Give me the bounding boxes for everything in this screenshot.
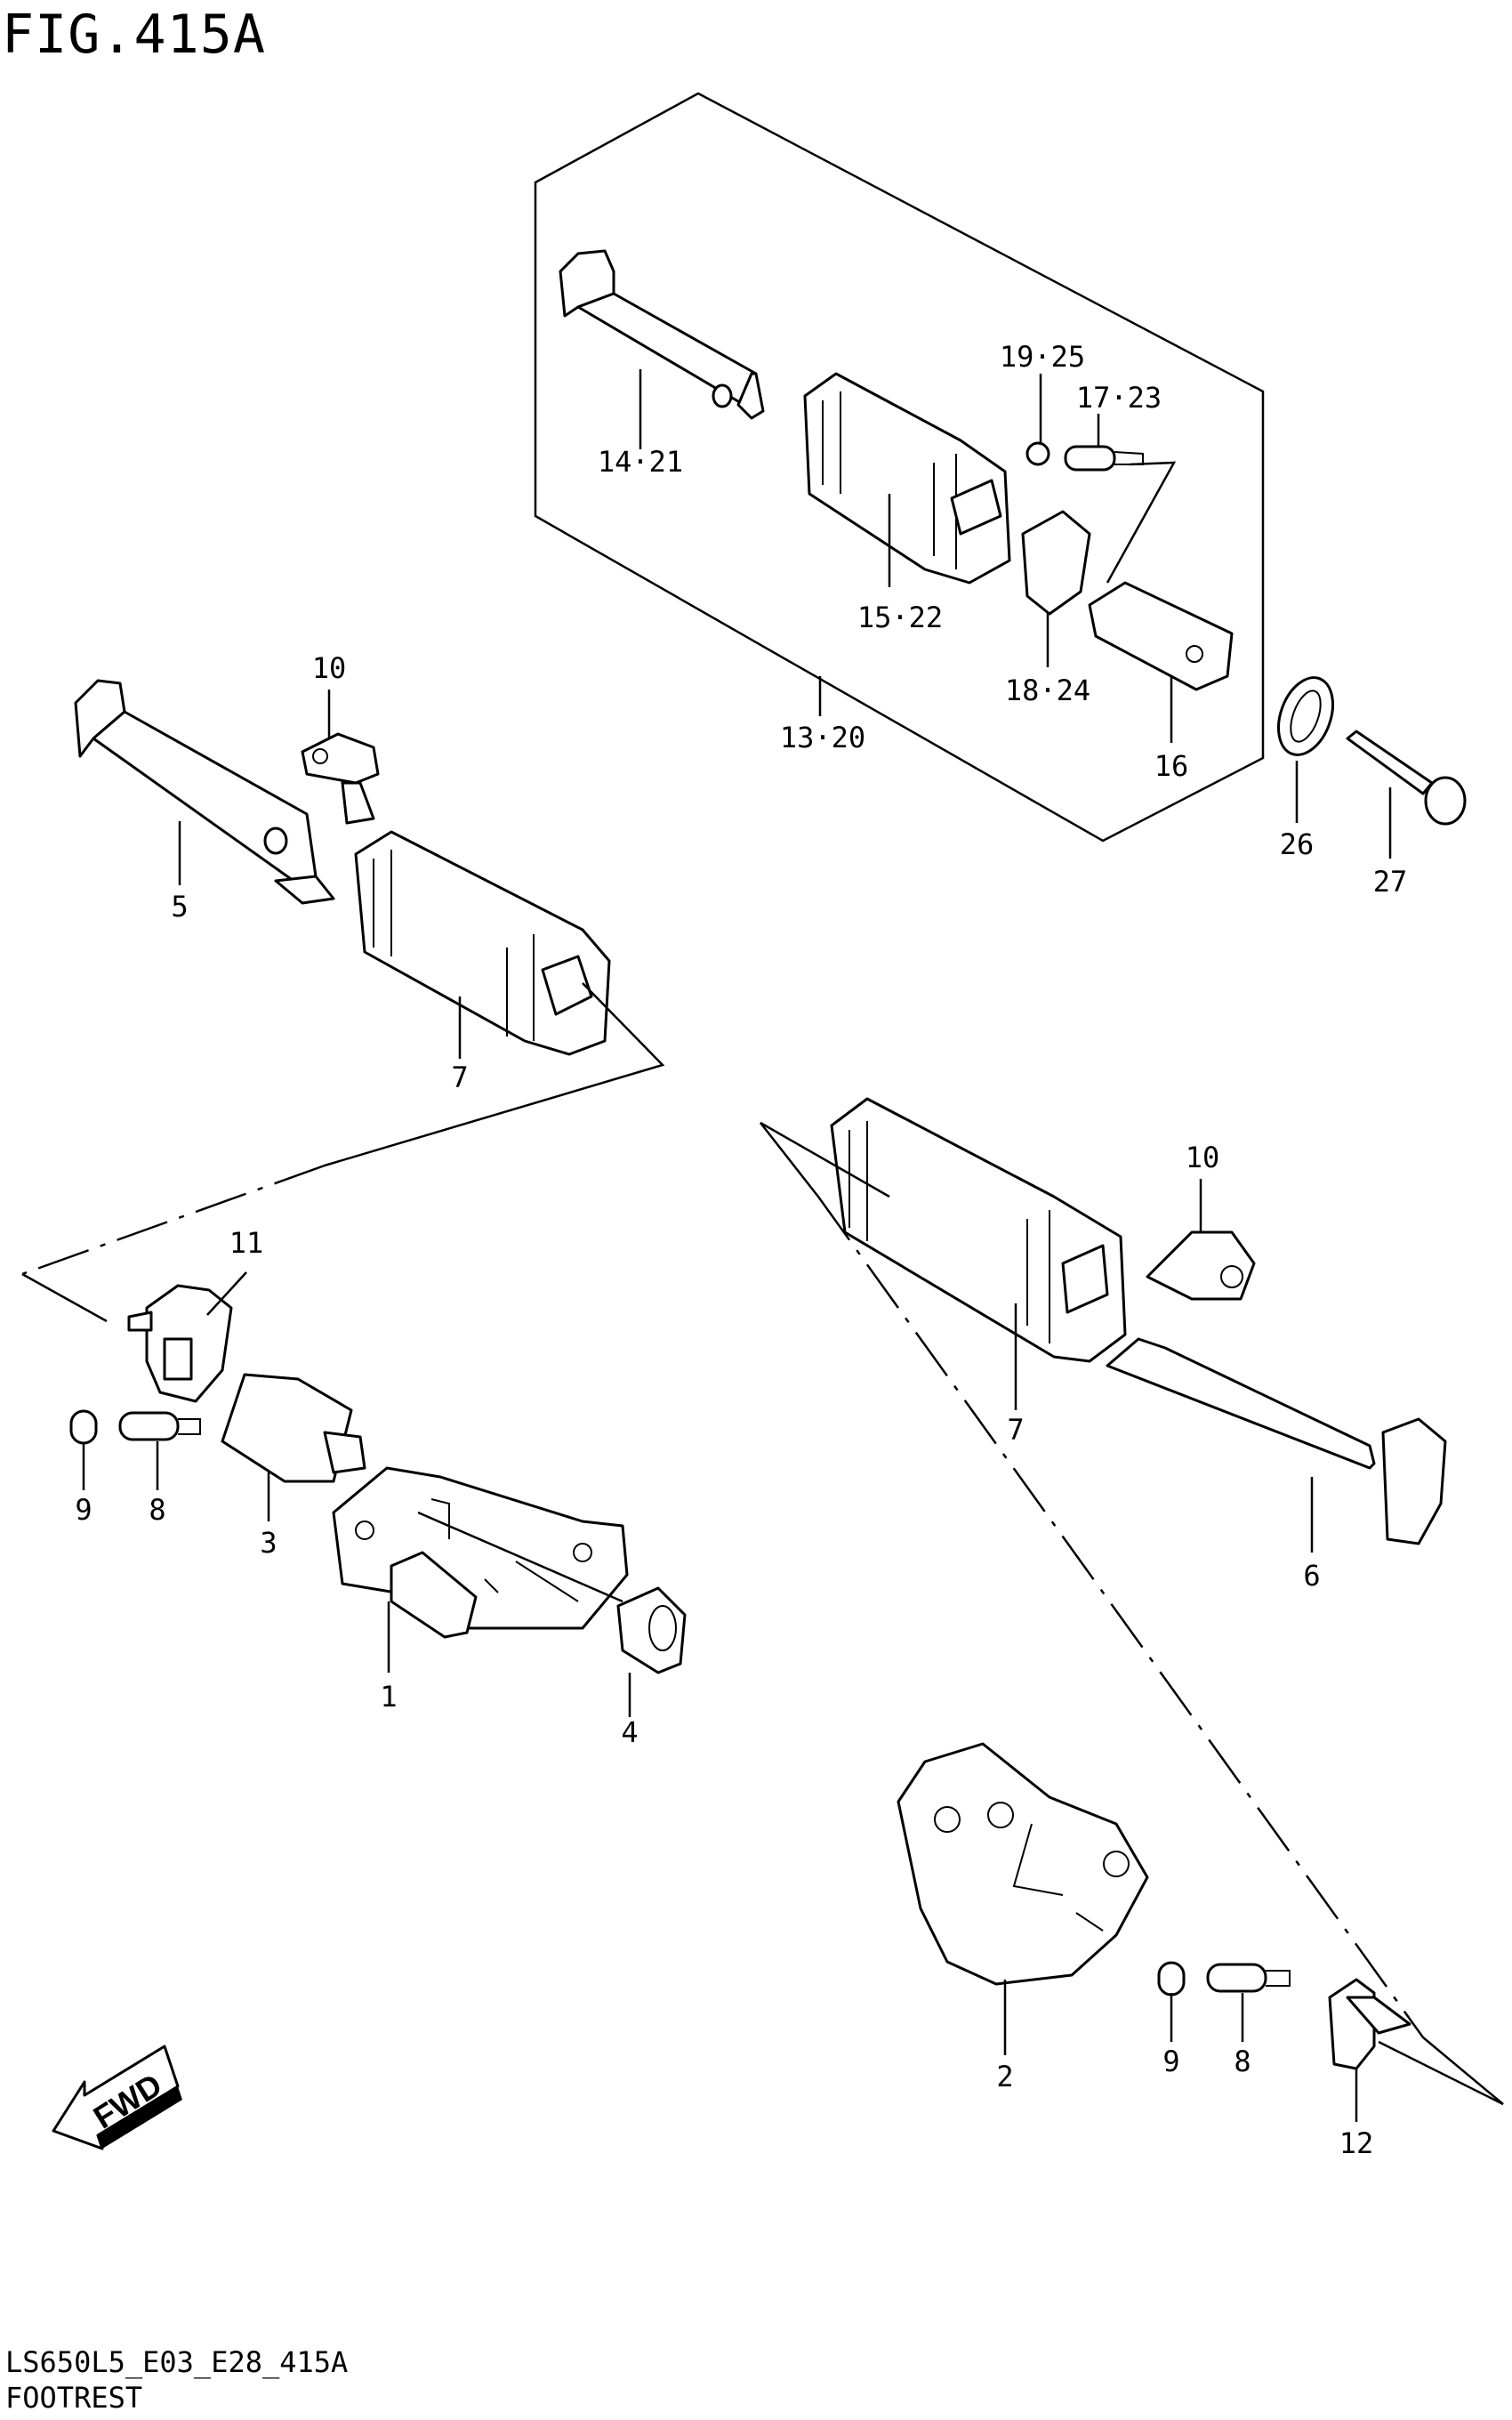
part-9-nut-right: [1157, 1961, 1186, 1996]
callout-3: 3: [260, 1526, 277, 1560]
assembly-line-shaft-left: [417, 1511, 623, 1603]
callout-7-left: 7: [451, 1061, 468, 1094]
assembly-line-left-dash: [21, 1164, 326, 1276]
part-7-rubber-left: [354, 830, 611, 1056]
callout-6: 6: [1303, 1559, 1320, 1593]
part-3-bracket: [221, 1373, 366, 1483]
part-17-pin: [1064, 445, 1144, 472]
part-4-collar: [616, 1586, 687, 1674]
callout-8-left: 8: [149, 1493, 165, 1527]
part-14-footrest-bar: [559, 249, 765, 420]
callout-27: 27: [1373, 865, 1408, 899]
part-15-rubber: [803, 372, 1011, 585]
assembly-line-left-upper: [324, 982, 665, 1167]
callout-26: 26: [1280, 827, 1315, 861]
callout-1: 1: [380, 1680, 397, 1714]
callout-17-23: 17·23: [1076, 381, 1162, 415]
callout-19-25: 19·25: [1000, 340, 1085, 374]
callout-13-20: 13·20: [780, 721, 865, 754]
assembly-line-right-lower: [1378, 2037, 1504, 2106]
assembly-line-left-lower: [21, 1272, 108, 1323]
part-11-plate: [127, 1284, 233, 1403]
assembly-line-right-upper: [760, 1121, 890, 1198]
part-27-bolt: [1346, 730, 1467, 826]
part-9-nut-left: [69, 1409, 98, 1445]
part-16-bracket: [1088, 581, 1234, 691]
part-12-plate: [1328, 1978, 1411, 2070]
part-10-bracket-left: [301, 732, 380, 825]
part-7-rubber-right: [830, 1097, 1127, 1363]
callout-4: 4: [621, 1715, 638, 1749]
part-5-footrest-bar: [74, 679, 335, 905]
callout-9-left: 9: [75, 1493, 92, 1527]
callout-11: 11: [229, 1226, 264, 1260]
callout-9-right: 9: [1162, 2045, 1179, 2078]
callout-15-22: 15·22: [857, 601, 943, 634]
assembly-line-right-dash: [816, 1196, 1425, 2038]
assembly-line-kit-pin: [1106, 461, 1177, 584]
part-18-plate: [1021, 510, 1091, 616]
figure-name: FOOTREST: [5, 2381, 143, 2415]
callout-2: 2: [996, 2060, 1013, 2093]
figure-code: LS650L5_E03_E28_415A: [5, 2345, 349, 2379]
part-1-main-bracket: [332, 1466, 629, 1639]
fwd-arrow-icon: FWD: [52, 2045, 182, 2150]
part-26-washer: [1277, 676, 1334, 756]
part-2-main-bracket: [897, 1742, 1149, 1986]
callout-16: 16: [1154, 749, 1189, 783]
callout-8-right: 8: [1234, 2045, 1251, 2078]
part-8-pin-right: [1206, 1963, 1291, 1993]
callout-14-21: 14·21: [598, 445, 683, 479]
part-6-footrest-bar: [1106, 1337, 1447, 1545]
figure-title: FIG.415A: [2, 4, 266, 66]
part-19-nut: [1025, 441, 1050, 466]
kit-outline: [534, 92, 1265, 843]
callout-18-24: 18·24: [1005, 674, 1090, 707]
callout-10-left: 10: [312, 651, 347, 685]
callout-5: 5: [171, 890, 188, 924]
callout-10-right: 10: [1186, 1141, 1220, 1174]
part-10-bracket-right: [1146, 1230, 1256, 1301]
callout-12: 12: [1339, 2126, 1374, 2160]
callout-7-right: 7: [1007, 1413, 1024, 1447]
part-8-pin-left: [118, 1411, 201, 1441]
leader-11: [206, 1271, 247, 1316]
